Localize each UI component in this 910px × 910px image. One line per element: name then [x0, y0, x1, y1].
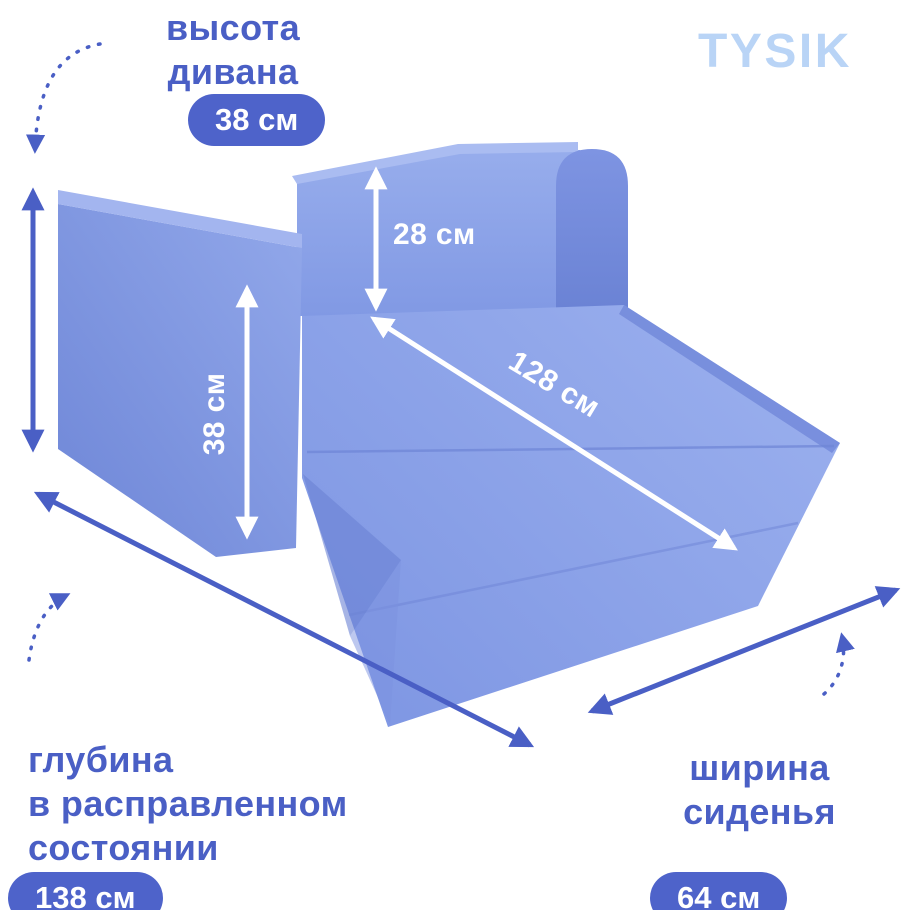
seat-width-label-line1: ширина	[689, 747, 830, 788]
seat-width-arrow	[587, 586, 901, 715]
pointer-curve-depth	[27, 593, 71, 662]
seat-width-badge: 64 см	[650, 872, 788, 910]
brand-logo: TYSIK	[698, 25, 852, 78]
armrest-top-edge	[58, 190, 302, 248]
unfolded-depth-label-line1: глубина	[28, 739, 174, 780]
pointer-curve-width	[822, 632, 855, 696]
bed-length-arrow	[370, 316, 738, 551]
seat-width-label: ширина сиденья	[642, 746, 877, 834]
sofa-mattress	[302, 305, 840, 727]
sofa-height-label-line1: высота	[165, 7, 301, 48]
unfolded-depth-arrow	[33, 491, 535, 748]
unfolded-depth-label-line3: состоянии	[28, 826, 219, 868]
sofa-armrest	[58, 190, 302, 557]
backrest-end-cap	[556, 149, 628, 316]
unfolded-depth-label: глубина в расправленном состоянии	[28, 738, 398, 870]
armrest-height-label: 38 см	[198, 372, 231, 456]
sofa-height-badge: 38 см	[188, 94, 326, 146]
armrest-face	[58, 204, 302, 557]
pointer-curve-height	[25, 42, 102, 154]
sofa-height-label: высота дивана	[118, 6, 348, 94]
seat-width-label-line2: сиденья	[683, 790, 836, 832]
unfolded-depth-badge: 138 см	[8, 872, 163, 910]
sofa-height-label-line2: дивана	[167, 50, 299, 92]
back-height-label: 28 см	[393, 218, 476, 251]
backrest-top-edge	[292, 142, 578, 184]
unfolded-depth-label-line2: в расправленном	[28, 782, 348, 824]
